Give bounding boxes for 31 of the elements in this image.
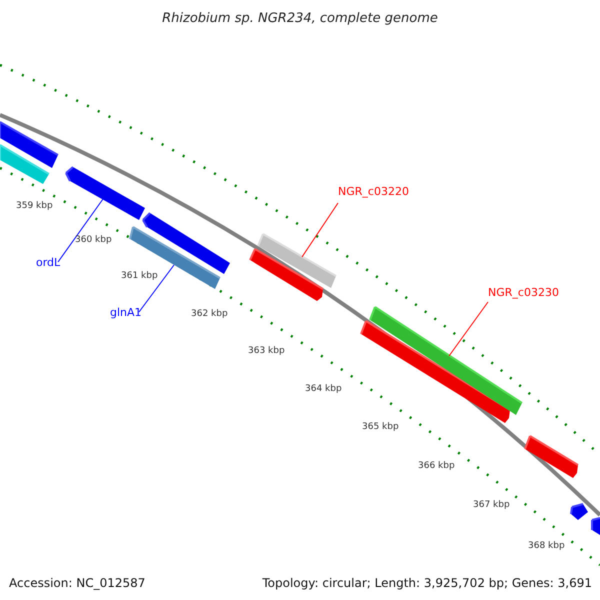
position-label: 359 kbp [16,202,53,211]
gene-bar [524,435,579,478]
gene-label: ordL [36,257,60,268]
position-label: 360 kbp [75,236,112,245]
position-label: 367 kbp [473,501,510,510]
position-label: 365 kbp [362,423,399,432]
gene-bar [570,503,588,520]
genome-summary-text: Topology: circular; Length: 3,925,702 bp; Genes: 3,691 [262,575,592,592]
gene-bar [369,306,523,415]
gene-label: NGR_c03230 [488,287,559,298]
position-label: 362 kbp [191,310,228,319]
gene-bar [0,121,58,168]
position-label: 361 kbp [121,272,158,281]
leader-line [58,198,104,262]
leader-line [138,264,174,312]
gene-bar [257,233,336,288]
gene-bar [360,320,511,423]
gene-bar [591,517,600,535]
gene-bar [0,144,50,184]
gene-bar [249,248,324,301]
title: Rhizobium sp. NGR234, complete genome [161,10,439,28]
gene-label: glnA1 [110,307,142,318]
accession-text: Accession: NC_012587 [9,575,146,592]
position-label: 366 kbp [418,462,455,471]
position-label: 368 kbp [528,542,565,551]
position-label: 364 kbp [305,385,342,394]
gene-bar [65,166,145,220]
gene-label: NGR_c03220 [338,186,409,197]
leader-line [448,302,488,356]
leader-line [302,202,338,258]
position-label: 363 kbp [248,347,285,356]
